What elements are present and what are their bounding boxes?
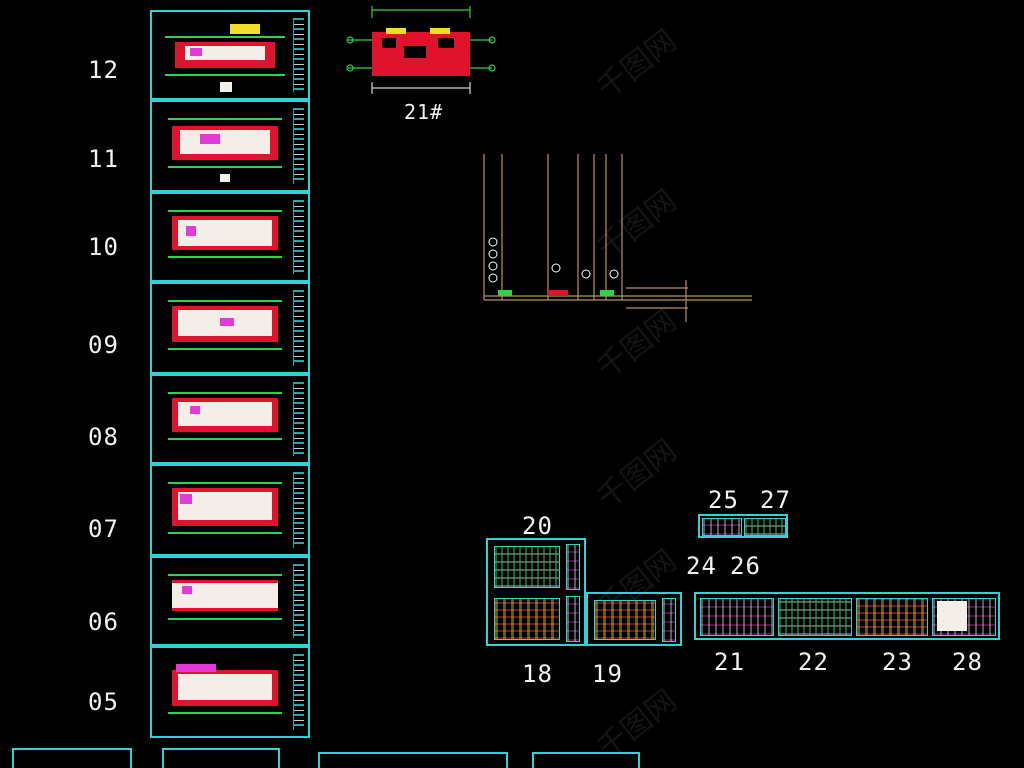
group-label-24: 24 — [686, 552, 717, 580]
sheet-24[interactable] — [702, 518, 742, 536]
floor-plan-sheet-08[interactable] — [150, 374, 310, 464]
floor-label: 06 — [88, 608, 119, 636]
group-label-18: 18 — [522, 660, 553, 688]
sheet-22[interactable] — [778, 598, 852, 636]
watermark: 千图网 — [590, 23, 684, 107]
group-label-23: 23 — [882, 648, 913, 676]
sheet-18-sidebar — [566, 596, 580, 642]
floor-label: 12 — [88, 56, 119, 84]
sheet-18[interactable] — [494, 598, 560, 640]
floor-plan-sheet-05[interactable] — [150, 646, 310, 738]
group-label-19: 19 — [592, 660, 623, 688]
group-label-28: 28 — [952, 648, 983, 676]
group-label-20: 20 — [522, 512, 553, 540]
group-label-22: 22 — [798, 648, 829, 676]
sheet-group-21-28[interactable] — [694, 592, 1000, 640]
sheet-group-19[interactable] — [586, 592, 682, 646]
section-drawing[interactable] — [478, 150, 758, 326]
sheet-20[interactable] — [494, 546, 560, 588]
sheet-23[interactable] — [856, 598, 928, 636]
floor-label: 09 — [88, 331, 119, 359]
group-label-27: 27 — [760, 486, 791, 514]
sheet-21[interactable] — [700, 598, 774, 636]
sheet-26[interactable] — [744, 518, 786, 536]
partial-sheet-bottom[interactable] — [162, 748, 280, 768]
floor-label: 10 — [88, 233, 119, 261]
floor-label: 05 — [88, 688, 119, 716]
floor-label: 07 — [88, 515, 119, 543]
partial-sheet-bottom[interactable] — [12, 748, 132, 768]
sheet-group-24-27[interactable] — [698, 514, 788, 538]
partial-sheet-bottom[interactable] — [532, 752, 640, 768]
floor-plan-sheet-11[interactable] — [150, 100, 310, 192]
sheet-group-20-18[interactable] — [486, 538, 586, 646]
floor-label: 08 — [88, 423, 119, 451]
floor-label: 11 — [88, 145, 119, 173]
detail-plan-21[interactable] — [342, 6, 502, 100]
sheet-19-sidebar — [662, 598, 676, 642]
partial-sheet-bottom[interactable] — [318, 752, 508, 768]
detail-plan-label: 21# — [404, 100, 444, 124]
sheet-20-sidebar — [566, 544, 580, 590]
floor-plan-sheet-07[interactable] — [150, 464, 310, 556]
watermark: 千图网 — [590, 433, 684, 517]
floor-plan-sheet-06[interactable] — [150, 556, 310, 646]
floor-plan-sheet-10[interactable] — [150, 192, 310, 282]
floor-plan-sheet-09[interactable] — [150, 282, 310, 374]
group-label-25: 25 — [708, 486, 739, 514]
group-label-26: 26 — [730, 552, 761, 580]
sheet-28[interactable] — [932, 598, 996, 636]
group-label-21: 21 — [714, 648, 745, 676]
floor-plan-sheet-12[interactable] — [150, 10, 310, 100]
sheet-19[interactable] — [594, 600, 656, 640]
